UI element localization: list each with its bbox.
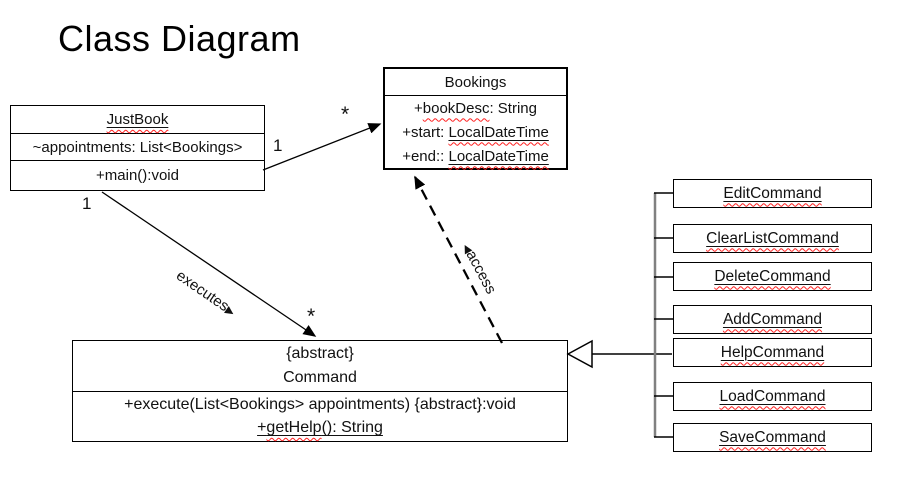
subclass-box-addcommand: AddCommand	[673, 305, 872, 334]
class-method: +getHelp(): String	[257, 419, 383, 436]
class-methods: +execute(List<Bookings> appointments) {a…	[73, 391, 567, 440]
page-title: Class Diagram	[58, 18, 301, 59]
class-method: +execute(List<Bookings> appointments) {a…	[124, 396, 516, 413]
subclass-box-helpcommand: HelpCommand	[673, 338, 872, 367]
class-attribute: +start: LocalDateTime	[402, 123, 549, 141]
class-attribute: ~appointments: List<Bookings>	[11, 133, 264, 160]
multiplicity-justbook-side: 1	[273, 136, 283, 155]
class-box-command: {abstract} Command +execute(List<Booking…	[72, 340, 568, 442]
class-name: Bookings	[444, 73, 507, 91]
class-method: +main():void	[11, 160, 264, 189]
class-name: {abstract} Command	[73, 341, 567, 391]
multiplicity-bookings-side: *	[341, 103, 350, 126]
class-name-text: JustBook	[106, 111, 169, 128]
multiplicity-justbook-bottom: 1	[82, 194, 92, 213]
class-attributes: +bookDesc: String +start: LocalDateTime …	[385, 95, 566, 169]
multiplicity-command-side: *	[307, 305, 316, 328]
association-justbook-command	[101, 191, 317, 337]
subclass-box-clearlistcommand: ClearListCommand	[673, 224, 872, 253]
class-name: JustBook	[11, 106, 264, 133]
class-attribute: +end:: LocalDateTime	[402, 147, 549, 165]
inheritance-triangle-icon	[566, 339, 593, 369]
subclass-box-savecommand: SaveCommand	[673, 423, 872, 452]
edge-label-access: ◀access	[459, 242, 500, 297]
dependency-command-bookings	[413, 175, 504, 344]
class-stereotype: {abstract}	[286, 345, 354, 362]
class-box-bookings: Bookings +bookDesc: String +start: Local…	[383, 67, 568, 170]
class-box-justbook: JustBook ~appointments: List<Bookings> +…	[10, 105, 265, 191]
edge-label-executes: executes▶	[172, 267, 237, 320]
subclass-box-deletecommand: DeleteCommand	[673, 262, 872, 291]
class-name-text: Command	[283, 369, 357, 386]
class-attribute: +bookDesc: String	[414, 99, 537, 117]
subclass-box-loadcommand: LoadCommand	[673, 382, 872, 411]
subclass-box-editcommand: EditCommand	[673, 179, 872, 208]
